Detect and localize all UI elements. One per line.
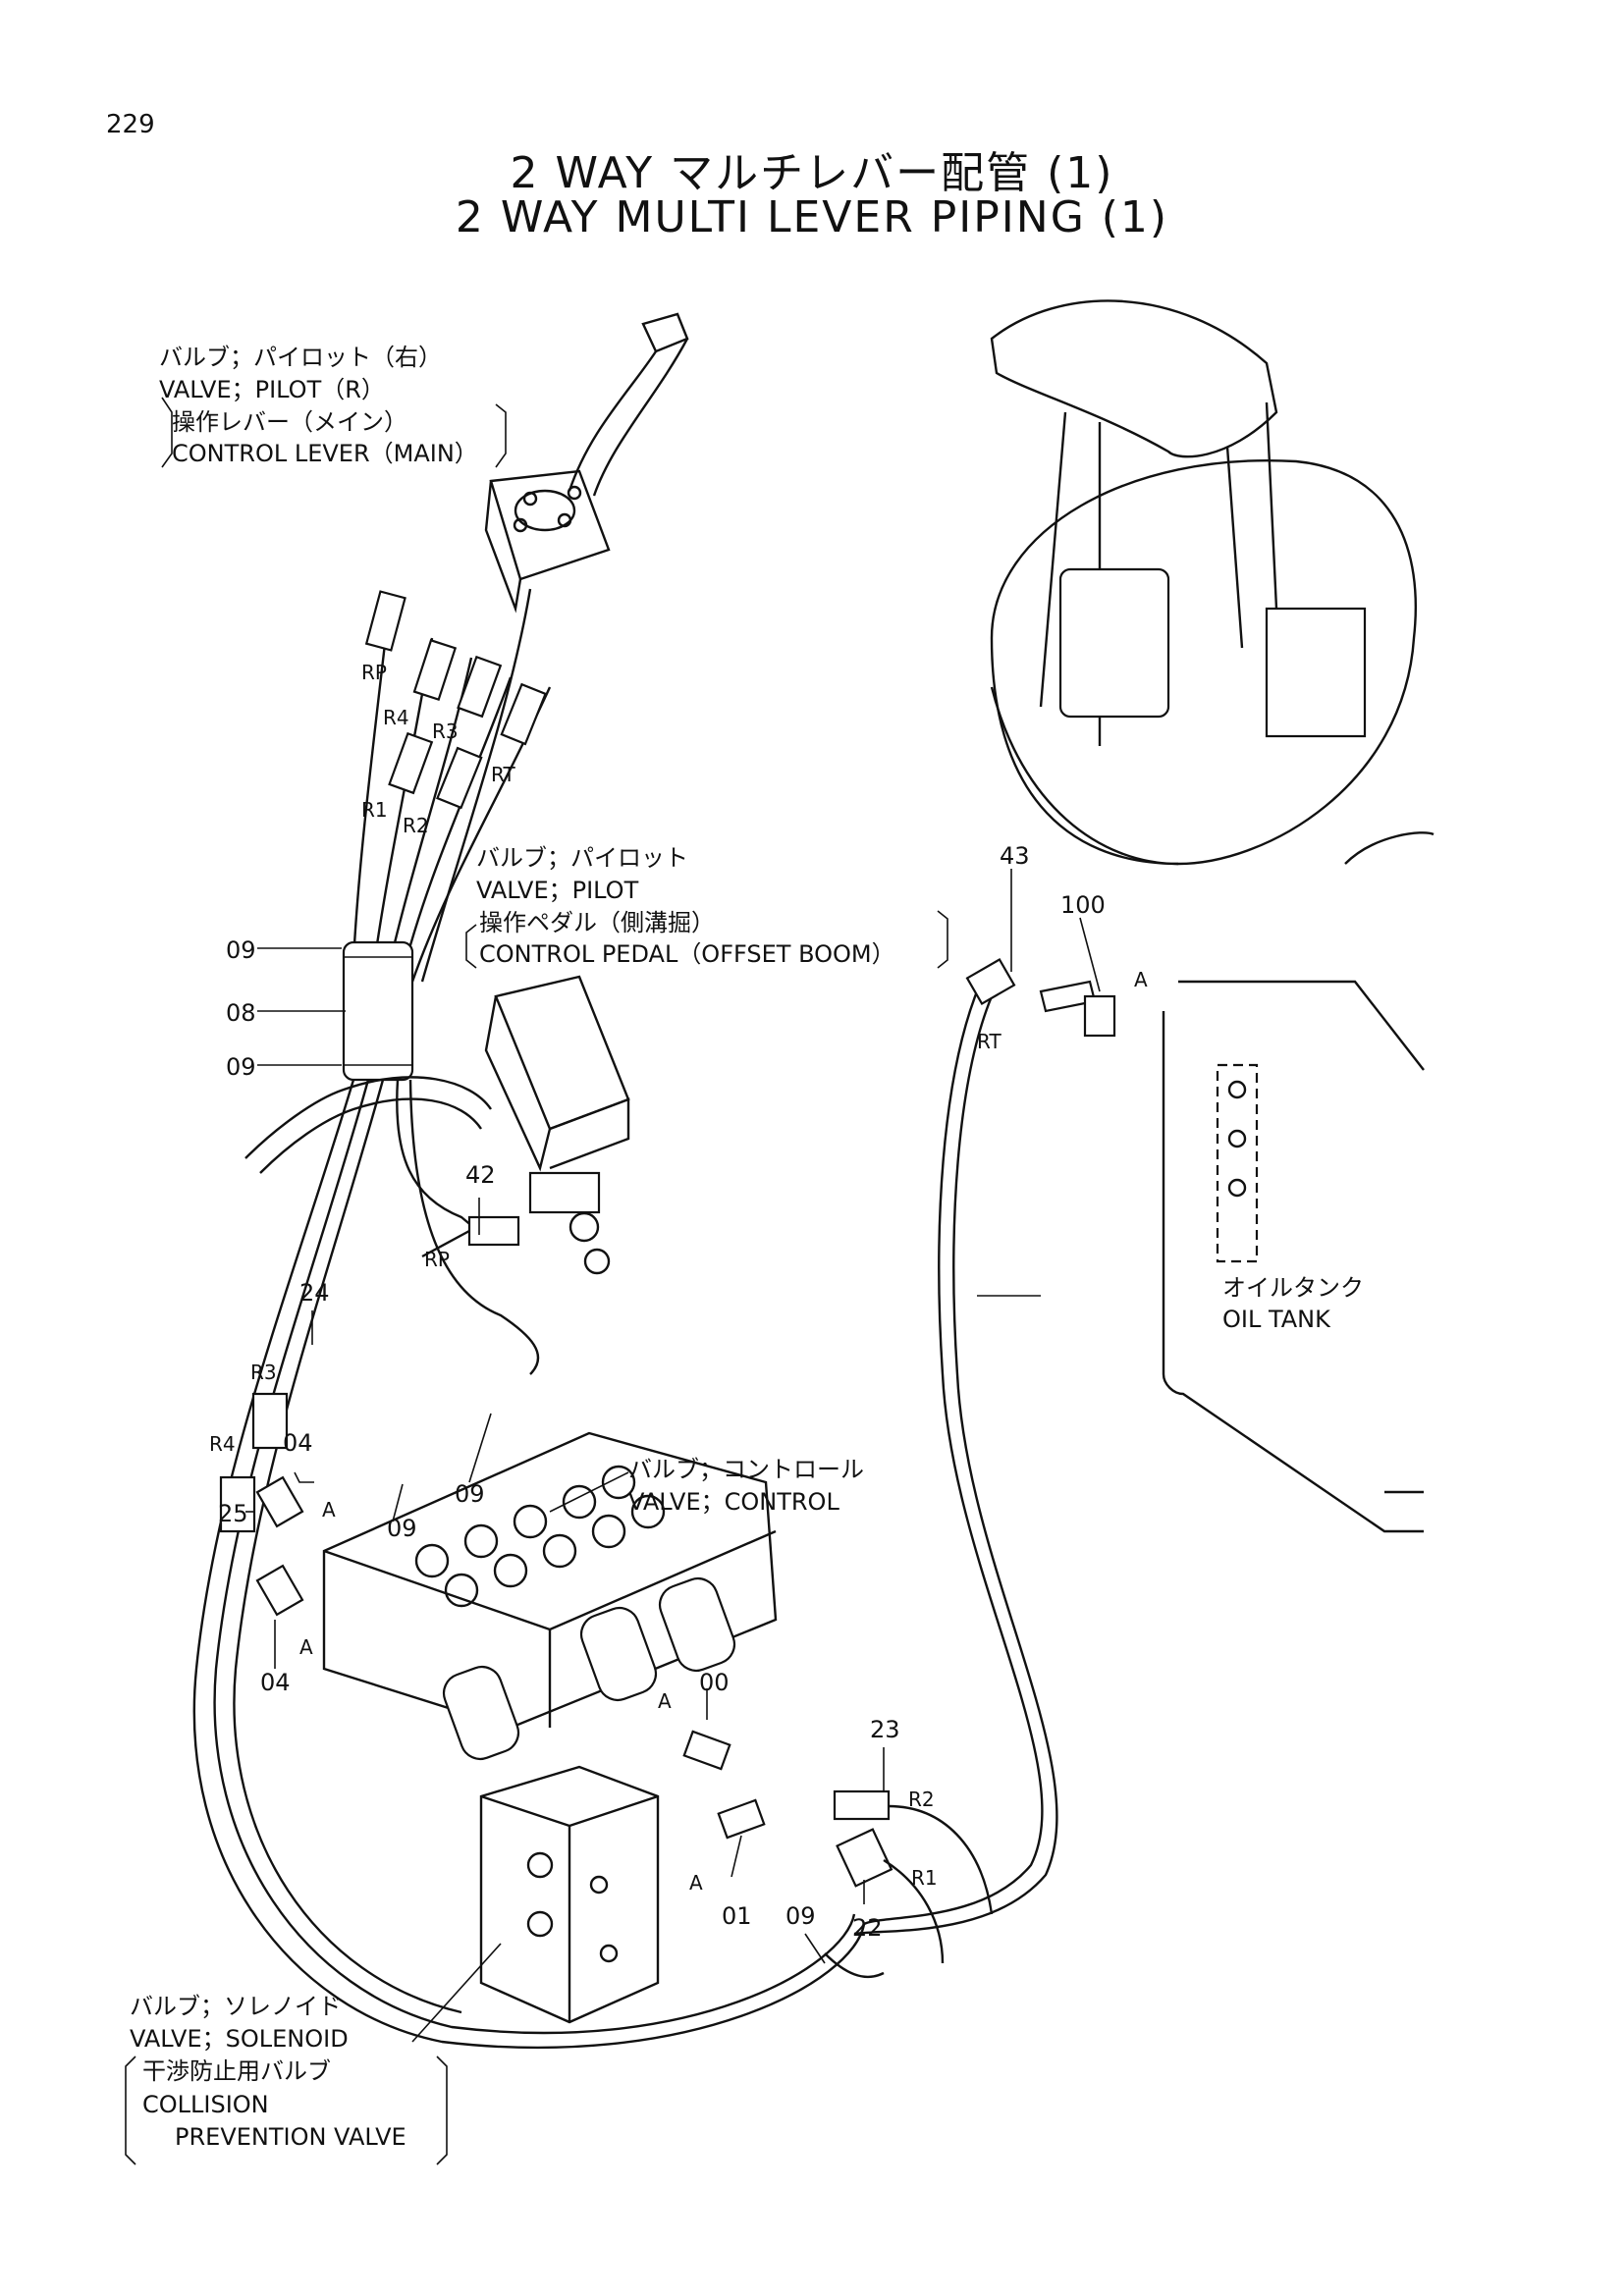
section-marks: A A A A A — [299, 968, 1148, 1895]
pilot-valve-r-en: VALVE；PILOT（R） — [159, 376, 385, 403]
title-english: 2 WAY MULTI LEVER PIPING (1) — [455, 192, 1169, 242]
oil-tank-ja: オイルタンク — [1222, 1274, 1364, 1302]
port-r1: R1 — [361, 798, 388, 822]
port-r3: R3 — [432, 720, 459, 743]
section-a: A — [1134, 968, 1148, 991]
callout-09: 09 — [226, 1053, 256, 1081]
callout-24: 24 — [299, 1279, 330, 1307]
callout-09: 09 — [455, 1480, 485, 1508]
port-rt: RT — [491, 763, 515, 786]
label-pilot-valve: バルブ；パイロット VALVE；PILOT 操作ペダル（側溝掘） CONTROL… — [476, 844, 895, 968]
callout-01: 01 — [722, 1902, 752, 1930]
port-r4-mid: R4 — [209, 1432, 236, 1456]
leader-lines — [125, 397, 1101, 2165]
port-rp: RP — [361, 661, 387, 684]
callout-43: 43 — [1000, 842, 1030, 870]
control-pedal-ja: 操作ペダル（側溝掘） — [479, 909, 715, 936]
collision-valve-ja: 干渉防止用バルブ — [142, 2057, 331, 2085]
valve-fittings — [219, 1076, 994, 1979]
label-pilot-valve-r: バルブ；パイロット（右） VALVE；PILOT（R） 操作レバー（メイン） C… — [159, 344, 478, 467]
port-r3-mid: R3 — [250, 1361, 277, 1384]
section-a: A — [658, 1689, 672, 1713]
pilot-valve-ja: バルブ；パイロット — [476, 844, 688, 872]
callout-08: 08 — [226, 999, 256, 1027]
port-rp-pedal: RP — [424, 1248, 450, 1271]
port-r1-low: R1 — [911, 1866, 938, 1890]
section-a: A — [322, 1498, 336, 1522]
oil-tank-en: OIL TANK — [1222, 1306, 1331, 1333]
callout-42: 42 — [465, 1161, 496, 1189]
label-control-valve: バルブ；コントロール VALVE；CONTROL — [628, 1456, 864, 1516]
port-r2-low: R2 — [908, 1788, 935, 1811]
label-solenoid-valve: バルブ；ソレノイド VALVE；SOLENOID 干渉防止用バルブ COLLIS… — [130, 1993, 406, 2151]
control-pedal-en: CONTROL PEDAL（OFFSET BOOM） — [479, 940, 895, 968]
callout-00: 00 — [699, 1669, 730, 1696]
callout-09: 09 — [785, 1902, 816, 1930]
pilot-valve-en: VALVE；PILOT — [476, 877, 639, 904]
control-lever-drawing — [484, 312, 689, 614]
solenoid-valve-drawing — [479, 1765, 660, 2024]
callout-22: 22 — [852, 1914, 883, 1942]
pilot-hose-bundle — [192, 588, 866, 2050]
control-lever-ja: 操作レバー（メイン） — [172, 408, 407, 436]
label-oil-tank: オイルタンク OIL TANK — [1222, 1274, 1364, 1333]
callout-25: 25 — [218, 1500, 248, 1527]
callout-09: 09 — [226, 936, 256, 964]
callout-04: 04 — [260, 1669, 291, 1696]
callout-04: 04 — [283, 1429, 313, 1457]
section-a: A — [689, 1871, 703, 1895]
port-rt-tank: RT — [977, 1030, 1001, 1053]
control-lever-en: CONTROL LEVER（MAIN） — [172, 440, 478, 467]
collision-valve-en-1: COLLISION — [142, 2091, 269, 2118]
page-number: 229 — [106, 110, 155, 139]
callout-23: 23 — [870, 1716, 900, 1743]
pilot-valve-r-ja: バルブ；パイロット（右） — [159, 344, 442, 371]
rt-return-hose — [853, 958, 1116, 1936]
port-r2: R2 — [403, 814, 429, 837]
callout-100: 100 — [1060, 891, 1106, 919]
section-a: A — [299, 1635, 313, 1659]
collision-valve-en-2: PREVENTION VALVE — [175, 2123, 406, 2151]
title-japanese: 2 WAY マルチレバー配管 (1) — [510, 148, 1114, 198]
port-labels: RP R4 R3 R1 R2 RT RP R3 R4 R2 R1 RT — [209, 661, 1001, 1890]
control-pedal-drawing — [421, 975, 630, 1275]
solenoid-valve-en: VALVE；SOLENOID — [130, 2025, 349, 2053]
control-valve-ja: バルブ；コントロール — [628, 1456, 864, 1483]
callouts: 09 08 09 42 24 04 25 09 09 04 00 23 01 0… — [218, 842, 1106, 1942]
control-valve-drawing — [322, 1431, 778, 1761]
control-valve-en: VALVE；CONTROL — [628, 1488, 839, 1516]
callout-09: 09 — [387, 1515, 417, 1542]
oil-tank-drawing — [1162, 831, 1435, 1533]
solenoid-valve-ja: バルブ；ソレノイド — [130, 1993, 342, 2020]
port-r4: R4 — [383, 706, 409, 729]
cab-drawing — [990, 299, 1418, 866]
